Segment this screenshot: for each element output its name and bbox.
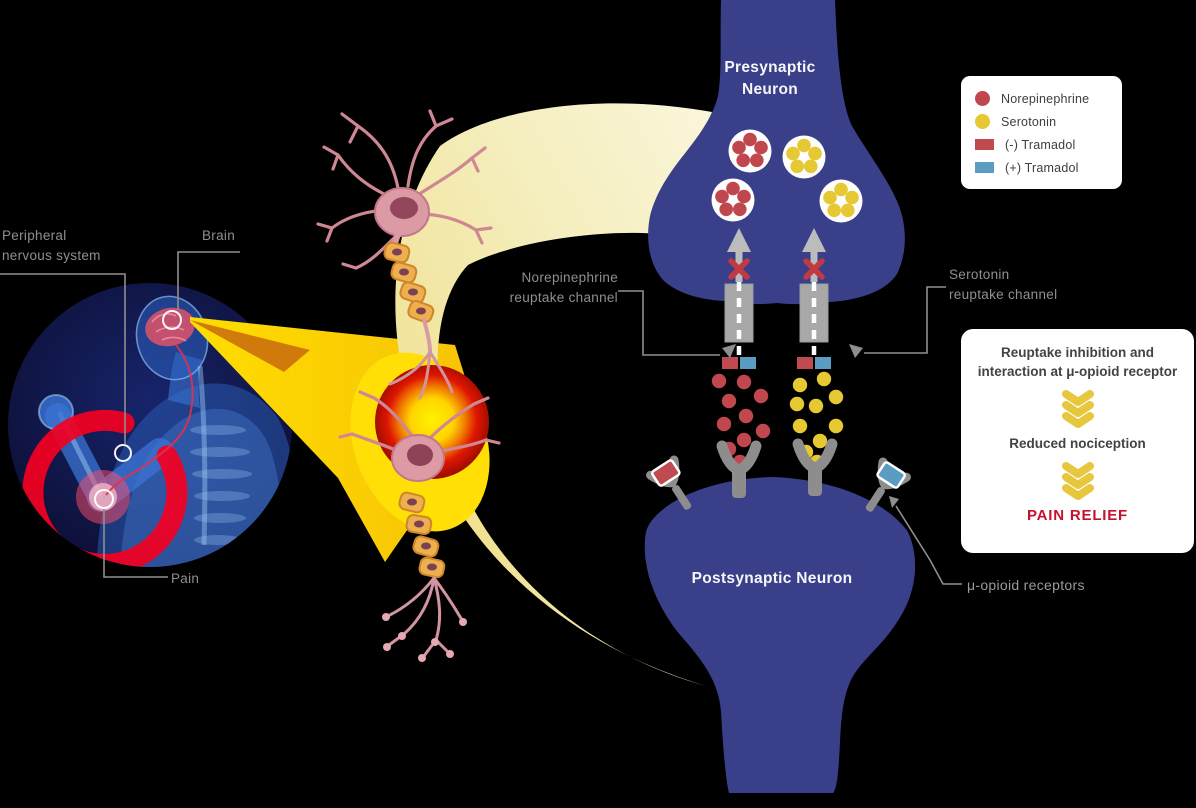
- neurotransmitter-receptors: [646, 438, 911, 512]
- pns-anchor-circle: [114, 444, 132, 462]
- mu-opioid-receptor-pos: [865, 457, 911, 512]
- legend-item-pos-tramadol: (+) Tramadol: [975, 156, 1110, 179]
- magnification-swoosh: [395, 103, 712, 686]
- callout-lines: [0, 251, 962, 585]
- pathway-step-1: Reuptake inhibition and interaction at μ…: [977, 345, 1178, 379]
- label-peripheral-nervous-system: Peripheral nervous system: [2, 228, 101, 264]
- brain-anchor-circle: [162, 310, 182, 330]
- norepinephrine-swatch-icon: [975, 91, 990, 106]
- vesicle-norepinephrine: [711, 178, 755, 222]
- serotonin-swatch-icon: [975, 114, 990, 129]
- legend-item-norepinephrine: Norepinephrine: [975, 87, 1110, 110]
- ne-channel-arrowhead: [722, 344, 736, 358]
- mu-opioid-receptor-neg: [646, 455, 692, 510]
- tramadol-blockers: [722, 357, 831, 369]
- label-pain: Pain: [171, 571, 200, 586]
- vesicle-norepinephrine: [728, 129, 772, 173]
- pain-anchor-circle: [94, 489, 114, 509]
- norepinephrine-molecules: [711, 373, 771, 470]
- receptor-y: [716, 440, 762, 498]
- pain-callout-line: [103, 509, 168, 578]
- legend-box: Norepinephrine Serotonin (-) Tramadol (+…: [961, 76, 1122, 189]
- vesicles: [711, 129, 863, 223]
- label-brain: Brain: [202, 228, 236, 243]
- vesicle-serotonin: [782, 135, 826, 179]
- mu-receptor-callout-line: [895, 505, 962, 585]
- xray-body-figure: [8, 283, 292, 567]
- presynaptic-neuron-title: Presynaptic Neuron: [724, 59, 816, 98]
- vesicle-serotonin: [819, 179, 863, 223]
- triple-chevron-down-icon: [1061, 389, 1094, 428]
- lower-neuron: [338, 390, 501, 662]
- ne-channel-callout-line: [618, 290, 720, 356]
- pns-callout-line: [0, 273, 126, 444]
- pathway-box: Reuptake inhibition and interaction at μ…: [961, 329, 1194, 553]
- label-mu-opioid-receptors: μ-opioid receptors: [967, 577, 1085, 593]
- pathway-step-3: PAIN RELIEF: [1026, 506, 1129, 524]
- pos-tramadol-swatch-icon: [975, 162, 994, 173]
- block-x-icon: [728, 258, 825, 280]
- receptor-y: [792, 438, 838, 496]
- triple-chevron-down-icon: [1061, 461, 1094, 500]
- ser-channel-arrowhead: [849, 344, 863, 358]
- ser-channel-callout-line: [864, 286, 946, 354]
- label-ne-reuptake-channel: Norepinephrine reuptake channel: [509, 270, 618, 306]
- blocked-reuptake: [727, 228, 826, 282]
- presynaptic-neuron-shape: [648, 0, 905, 305]
- label-ser-reuptake-channel: Serotonin reuptake channel: [949, 267, 1058, 303]
- postsynaptic-neuron-title: Postsynaptic Neuron: [691, 570, 853, 587]
- upper-neuron: [316, 109, 493, 400]
- neg-tramadol-swatch-icon: [975, 139, 994, 150]
- postsynaptic-neuron-shape: [644, 477, 916, 793]
- brain-callout-line: [177, 251, 240, 310]
- pathway-step-2: Reduced nociception: [1009, 435, 1146, 451]
- legend-item-neg-tramadol: (-) Tramadol: [975, 133, 1110, 156]
- reuptake-channels: [724, 250, 829, 357]
- mu-receptor-arrowhead: [889, 496, 899, 508]
- legend-item-serotonin: Serotonin: [975, 110, 1110, 133]
- nerve-path: [105, 344, 194, 496]
